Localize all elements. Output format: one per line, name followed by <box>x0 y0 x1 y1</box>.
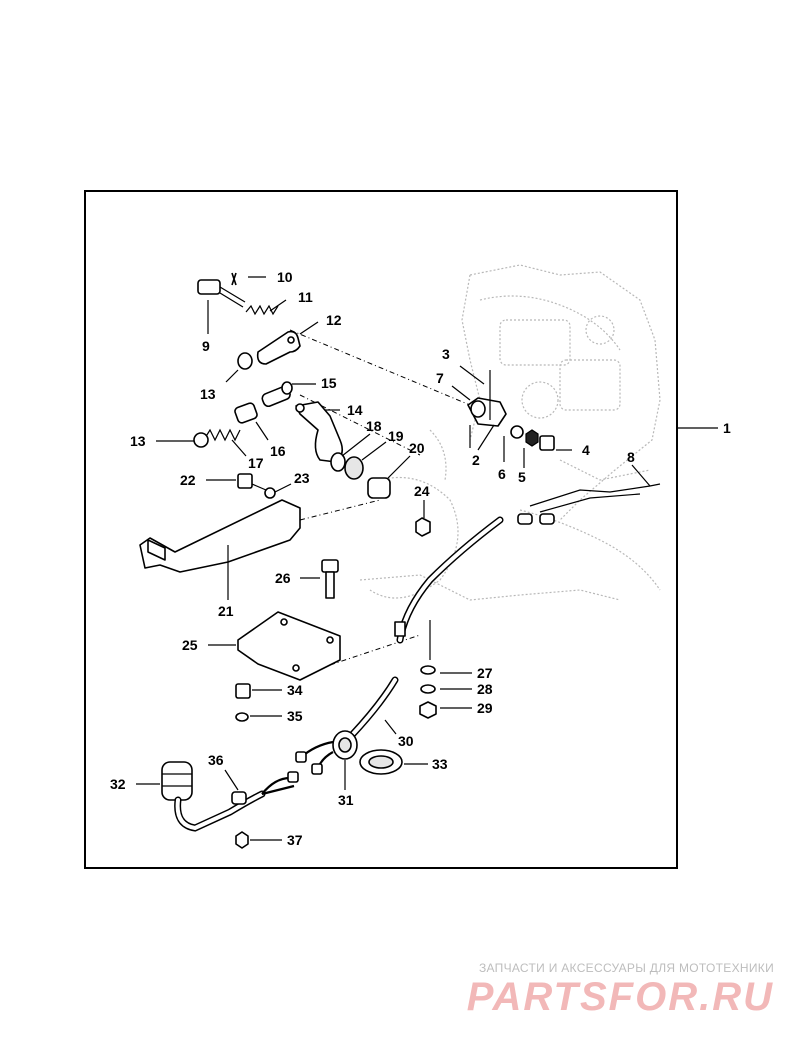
callout-24: 24 <box>414 483 430 499</box>
part-20-bushing <box>367 477 391 499</box>
callout-3: 3 <box>442 346 450 362</box>
callout-22: 22 <box>180 472 196 488</box>
part-25-plate <box>237 611 341 681</box>
callout-26: 26 <box>275 570 291 586</box>
callout-14: 14 <box>347 402 363 418</box>
callout-10: 10 <box>277 269 293 285</box>
callout-6: 6 <box>498 466 506 482</box>
part-27-washer <box>420 665 436 675</box>
part-10-cotter-pin <box>231 272 237 286</box>
callout-13-top: 13 <box>200 386 216 402</box>
callout-9: 9 <box>202 338 210 354</box>
callout-15: 15 <box>321 375 337 391</box>
callout-13-left: 13 <box>130 433 146 449</box>
watermark-tagline: ЗАПЧАСТИ И АКСЕССУАРЫ ДЛЯ МОТОТЕХНИКИ <box>478 961 774 975</box>
callout-4: 4 <box>582 442 590 458</box>
part-7-bracket <box>467 397 507 427</box>
part-13-washer <box>237 352 253 370</box>
callout-25: 25 <box>182 637 198 653</box>
callout-1: 1 <box>723 420 731 436</box>
part-5-nut <box>525 429 539 447</box>
part-26-bolt <box>321 559 339 599</box>
callout-2: 2 <box>472 452 480 468</box>
part-31-harness-grommet <box>295 730 358 775</box>
callout-30: 30 <box>398 733 414 749</box>
callout-5: 5 <box>518 469 526 485</box>
engine-outline <box>359 264 661 601</box>
callout-33: 33 <box>432 756 448 772</box>
callout-17: 17 <box>248 455 264 471</box>
part-34-bolt <box>235 683 251 699</box>
callout-7: 7 <box>436 370 444 386</box>
part-4-bolt <box>539 435 555 451</box>
callout-20: 20 <box>409 440 425 456</box>
callout-32: 32 <box>110 776 126 792</box>
callout-36: 36 <box>208 752 224 768</box>
callout-labels: 10 11 12 9 13 15 14 18 19 20 13 16 17 22… <box>110 269 731 848</box>
part-30-cable <box>348 516 504 739</box>
part-18-washer <box>330 452 346 472</box>
callout-31: 31 <box>338 792 354 808</box>
callout-37: 37 <box>287 832 303 848</box>
part-23-washer <box>264 487 276 499</box>
part-29-nut <box>419 701 437 719</box>
callout-21: 21 <box>218 603 234 619</box>
part-22-bolt <box>237 473 267 491</box>
watermark: ЗАПЧАСТИ И АКСЕССУАРЫ ДЛЯ МОТОТЕХНИКИ PA… <box>467 961 774 1019</box>
part-16-bushing <box>234 402 258 424</box>
callout-35: 35 <box>287 708 303 724</box>
callout-16: 16 <box>270 443 286 459</box>
part-11-spring <box>245 304 279 316</box>
part-6-washer <box>510 425 524 439</box>
callout-18: 18 <box>366 418 382 434</box>
callout-34: 34 <box>287 682 303 698</box>
callout-29: 29 <box>477 700 493 716</box>
callout-28: 28 <box>477 681 493 697</box>
part-24-nut <box>415 517 431 537</box>
part-15-pin <box>261 381 293 408</box>
part-36-clamp <box>231 791 247 805</box>
part-28-lockwasher <box>420 684 436 694</box>
callout-11: 11 <box>298 289 313 305</box>
part-21-bracket <box>139 499 301 573</box>
part-37-nut <box>235 831 249 849</box>
watermark-logo[interactable]: PARTSFOR.RU <box>466 975 774 1019</box>
part-32-switch <box>161 761 299 832</box>
part-35-washer <box>235 712 249 722</box>
part-12-rod-end <box>256 330 301 365</box>
part-13-washer-left <box>193 432 209 448</box>
diagram-frame <box>84 190 678 869</box>
part-19-seal <box>344 456 364 480</box>
part-8-cable <box>517 483 661 525</box>
part-9-clevis-pin <box>197 279 246 308</box>
part-33-grommet <box>359 749 403 775</box>
callout-27: 27 <box>477 665 493 681</box>
callout-12: 12 <box>326 312 342 328</box>
assembly-lines <box>289 329 471 666</box>
callout-8: 8 <box>627 449 635 465</box>
part-17-spring <box>204 428 241 442</box>
leader-lines <box>136 276 718 841</box>
callout-23: 23 <box>294 470 310 486</box>
part-2-rod <box>477 424 495 451</box>
callout-19: 19 <box>388 428 404 444</box>
